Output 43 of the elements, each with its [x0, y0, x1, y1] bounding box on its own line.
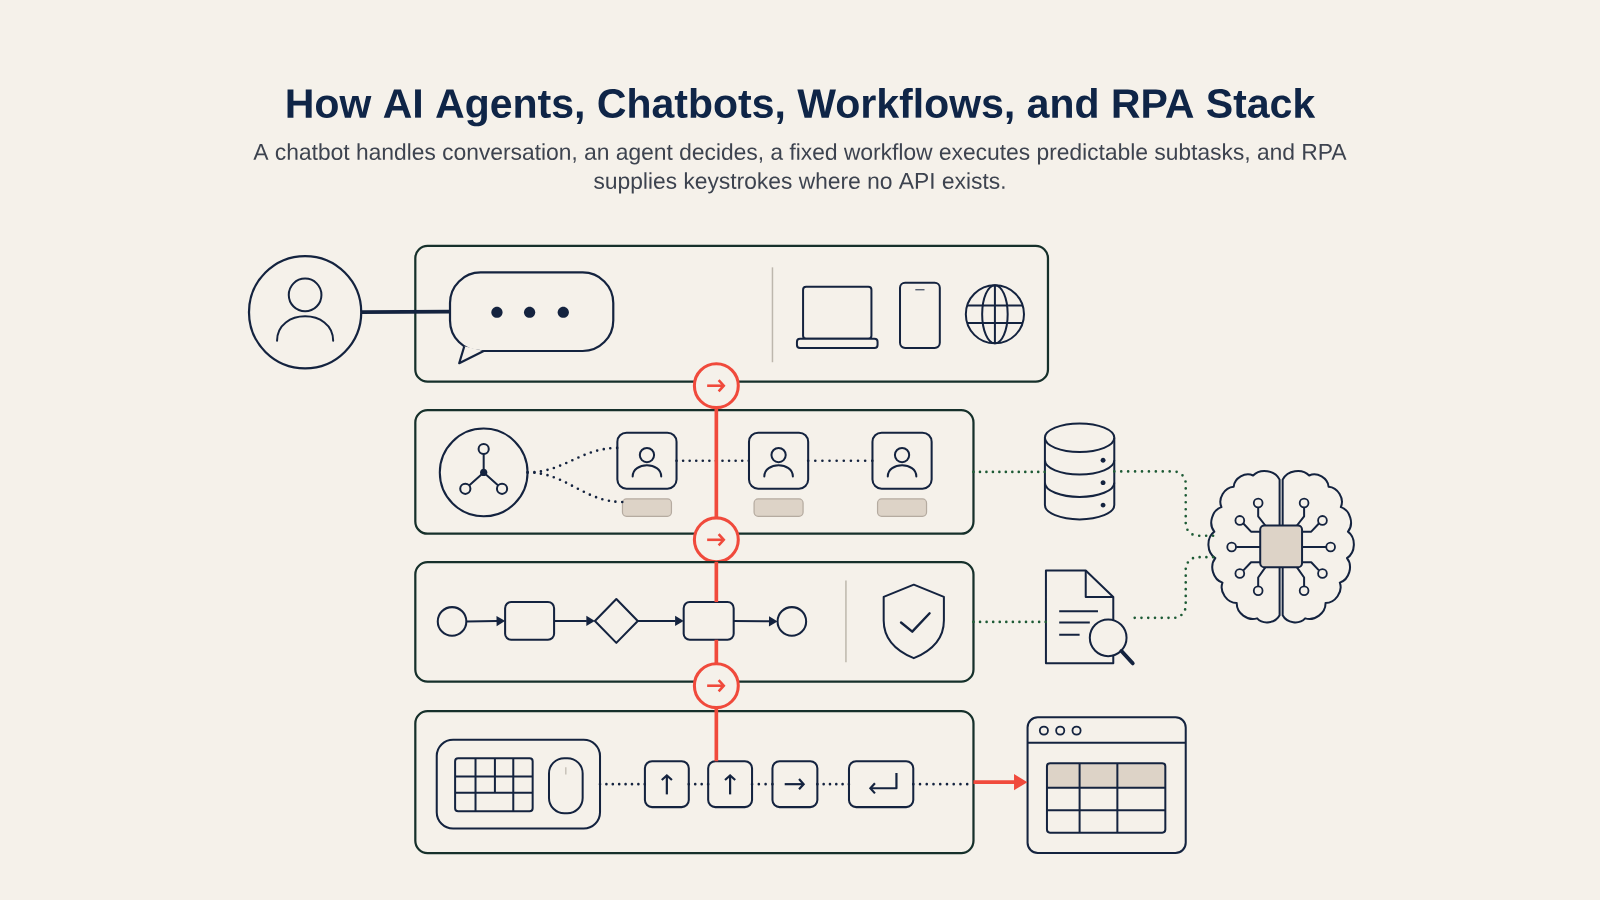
dotted-connector: [972, 620, 1048, 624]
dotted-connector: [1133, 555, 1215, 620]
flow-line: [714, 407, 719, 518]
key-tile: [643, 760, 690, 809]
dotted-connector: [687, 782, 710, 786]
placeholder-bar: [876, 498, 928, 517]
agent-tile: [616, 431, 678, 490]
placeholder-bar: [621, 498, 673, 517]
decision-diamond: [593, 597, 639, 644]
agent-tile: [747, 431, 810, 490]
hub-circle: [438, 427, 529, 518]
dotted-connector: [675, 459, 751, 463]
avatar-circle: [247, 255, 363, 370]
task-box: [504, 601, 556, 641]
task-box: [682, 601, 735, 641]
flow-line: [714, 639, 719, 664]
agent-tile: [871, 431, 933, 490]
arrow-circle: [692, 662, 740, 710]
dotted-connector: [972, 470, 1047, 474]
brain-circuit-icon: [1207, 469, 1355, 624]
dotted-connector: [598, 782, 647, 786]
title: How AI Agents, Chatbots, Workflows, and RPA Stack: [287, 87, 1316, 127]
dotted-connector: [1112, 470, 1215, 538]
dotted-connector: [750, 782, 774, 786]
flow-line: [714, 707, 719, 762]
dotted-connector: [526, 471, 624, 504]
dotted-connector: [911, 782, 969, 786]
placeholder-bar: [753, 498, 804, 517]
key-tile: [707, 760, 754, 809]
key-tile: [771, 760, 819, 809]
arrow-circle: [692, 362, 740, 410]
dotted-connector: [806, 459, 874, 463]
document-search-icon: [1044, 569, 1135, 666]
flow-line: [714, 561, 719, 603]
dotted-connector: [816, 782, 851, 786]
database-cylinder: [1043, 422, 1116, 521]
start-circle: [436, 606, 468, 637]
connector-line: [361, 309, 450, 315]
key-tile: [847, 760, 915, 809]
subtitle: A chatbot handles conversation, an agent decides, a fixed workflow executes predictable subtasks, and RPA supplies keystrokes where no API exists.: [253, 143, 1347, 194]
arrow-circle: [692, 516, 740, 564]
chat-bubble: [448, 271, 615, 365]
end-circle: [776, 606, 808, 637]
